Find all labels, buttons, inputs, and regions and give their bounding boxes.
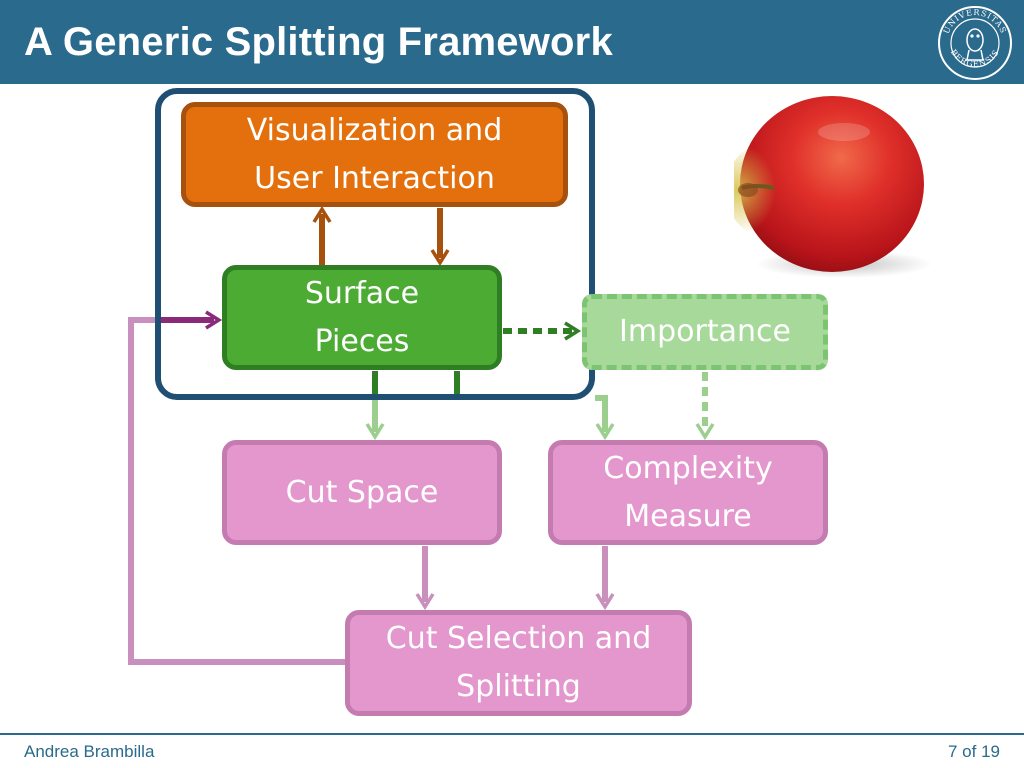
node-surface-pieces: Surface Pieces	[222, 265, 502, 370]
node-label-line: Surface	[304, 275, 420, 311]
edge-feedback-loop	[128, 317, 346, 665]
node-label-line: Cut Selection and	[385, 621, 652, 656]
apple-photo	[734, 96, 932, 278]
footer-author: Andrea Brambilla	[24, 742, 155, 761]
node-complexity-measure: Complexity Measure	[548, 440, 828, 545]
node-label-line: Pieces	[314, 323, 410, 359]
node-label-line: Visualization and	[246, 112, 503, 148]
node-label-line: Cut Space	[285, 474, 439, 510]
node-cut-space: Cut Space	[222, 440, 502, 545]
framework-group-box	[155, 88, 595, 400]
node-label-line: User Interaction	[254, 160, 495, 196]
node-label-line: Measure	[624, 498, 752, 534]
slide-header: A Generic Splitting Framework UNIVERSITA…	[0, 0, 1024, 84]
node-visualization-user-interaction: Visualization and User Interaction	[181, 102, 568, 207]
node-label-line: Splitting	[456, 669, 581, 704]
node-label-line: Importance	[619, 314, 791, 349]
node-importance: Importance	[582, 294, 828, 370]
footer-page-number: 7 of 19	[948, 742, 1000, 761]
node-cut-selection-splitting: Cut Selection and Splitting	[345, 610, 692, 716]
footer-divider	[0, 733, 1024, 735]
arrow-surface-to-complexity	[595, 395, 615, 441]
slide-title: A Generic Splitting Framework	[24, 20, 613, 64]
university-seal-icon: UNIVERSITAS BERGENSIS	[938, 6, 1012, 80]
node-label-line: Complexity	[603, 450, 773, 486]
